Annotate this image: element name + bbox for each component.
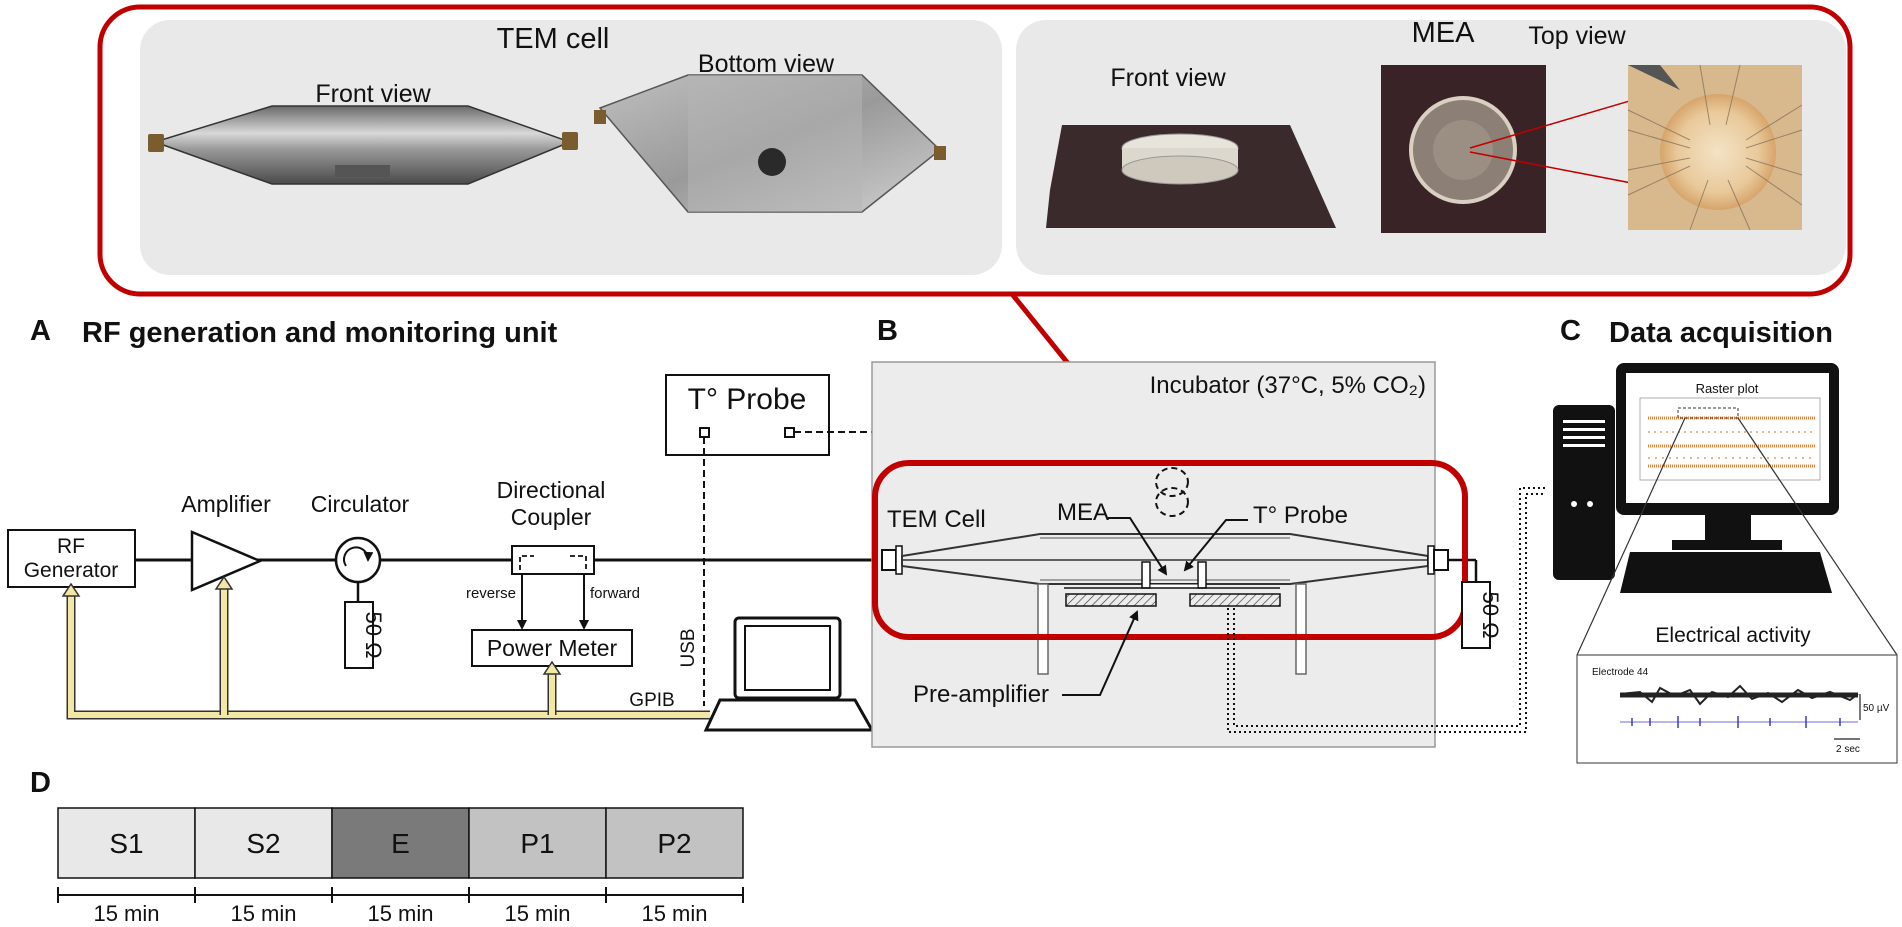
coupler-forward-path [570, 555, 587, 570]
t-probe-label: T° Probe [688, 383, 807, 416]
gpib-label: GPIB [629, 690, 674, 711]
panel-a-title: RF generation and monitoring unit [82, 317, 558, 349]
reverse-label: reverse [466, 585, 516, 602]
phase-duration-p1: 15 min [504, 901, 570, 926]
panel-a: A RF generation and monitoring unit RF G… [7, 315, 1173, 732]
phase-block-s2 [194, 807, 333, 879]
gpib-bus [61, 575, 710, 720]
circulator-symbol [334, 536, 382, 584]
phase-label-p2: P2 [657, 828, 691, 859]
coupler-label-1: Directional [497, 477, 606, 503]
phase-duration-p2: 15 min [641, 901, 707, 926]
coupler-reverse-path [519, 555, 534, 570]
phase-duration-s2: 15 min [230, 901, 296, 926]
phase-label-s2: S2 [246, 828, 280, 859]
zoom-line-left [1576, 417, 1686, 656]
time-scale-label: 2 sec [1836, 744, 1860, 755]
panel-d-letter: D [30, 767, 51, 799]
b-t-probe-label: T° Probe [1253, 502, 1348, 529]
t-probe-usb-port [699, 427, 710, 438]
raster-plot-label: Raster plot [1696, 381, 1759, 396]
tem-bottom-view-label: Bottom view [698, 50, 835, 78]
usb-label: USB [678, 628, 699, 667]
tem-front-photo [148, 105, 578, 185]
photo-panel: TEM cell Front view Bottom view Front vi… [97, 4, 1853, 297]
rf-generator-label-1: RF [57, 535, 85, 558]
amplifier-symbol [190, 530, 264, 592]
phase-label-p1: P1 [520, 828, 554, 859]
raster-plot [1639, 397, 1821, 481]
zoom-line-right [1737, 417, 1898, 656]
voltage-scale-label: 50 µV [1863, 703, 1890, 714]
t-probe-box [665, 374, 830, 456]
panel-c: C Data acquisition Raster plot [1553, 315, 1898, 764]
rf-generator-label-2: Generator [24, 559, 119, 582]
amplifier-label: Amplifier [181, 491, 271, 517]
pre-amplifier-pointer [1062, 610, 1139, 696]
phase-duration-e: 15 min [367, 901, 433, 926]
pc-tower-icon [1553, 405, 1615, 580]
phase-label-s1: S1 [109, 828, 143, 859]
phase-label-e: E [391, 828, 410, 859]
t-probe-pointer [1183, 519, 1248, 572]
tem-load-box [1461, 581, 1491, 649]
panel-b-letter: B [877, 315, 898, 347]
tem-cell-label: TEM Cell [887, 506, 986, 533]
protocol-timeline: S1 15 min S2 15 min E 15 min P1 15 min P2 15 min [57, 807, 744, 926]
mea-zoom-photo [1627, 64, 1803, 231]
mea-front-view-label: Front view [1110, 64, 1226, 92]
incubator-label: Incubator (37°C, 5% CO₂) [1150, 372, 1426, 399]
power-meter-label: Power Meter [487, 635, 618, 661]
tem-cell-photo-title: TEM cell [497, 23, 610, 55]
t-probe-sensor-port [784, 427, 795, 438]
panel-c-letter: C [1560, 315, 1581, 347]
mea-label: MEA [1057, 499, 1109, 526]
mea-top-photo [1381, 65, 1721, 233]
laptop-icon [703, 616, 875, 732]
probe-entry-circle [1155, 467, 1189, 497]
mea-front-photo [1046, 125, 1336, 228]
coupler-box [511, 545, 595, 575]
panel-b: B Incubator (37°C, 5% CO₂) [871, 315, 1545, 748]
phase-block-p2 [605, 807, 744, 879]
panel-a-letter: A [30, 315, 51, 347]
electrical-activity-plot: Electrode 44 50 µV 2 sec [1576, 654, 1898, 764]
mea-photo-title: MEA [1412, 17, 1476, 49]
mea-top-view-label: Top view [1528, 22, 1626, 50]
data-cable-1 [1233, 487, 1545, 727]
phase-block-s1 [57, 807, 196, 879]
tem-cell-drawing [881, 533, 1478, 675]
circulator-load-label: 50 Ω [361, 611, 386, 658]
panel-c-title: Data acquisition [1609, 317, 1833, 349]
pre-amplifier-label: Pre-amplifier [913, 681, 1049, 708]
tem-bottom-photo [594, 74, 946, 213]
circulator-load-box [344, 601, 374, 669]
coupler-label-2: Coupler [511, 504, 592, 530]
tem-highlight-frame [872, 460, 1468, 640]
forward-label: forward [590, 585, 640, 602]
tem-load-label: 50 Ω [1478, 591, 1503, 638]
electrical-activity-label: Electrical activity [1655, 624, 1811, 647]
probe-entry-circle-lower [1155, 487, 1189, 517]
electrode-label: Electrode 44 [1592, 667, 1649, 678]
mea-pointer [1108, 517, 1168, 576]
data-cable-2 [1227, 493, 1545, 733]
rf-generator-box [7, 529, 136, 588]
phase-duration-s1: 15 min [93, 901, 159, 926]
circulator-arrow-icon [343, 546, 374, 567]
panel-d: D S1 15 min S2 15 min E 15 min P1 15 min P2 15 mi… [30, 767, 744, 926]
phase-block-e [331, 807, 470, 879]
circulator-label: Circulator [311, 491, 410, 517]
tem-front-view-label: Front view [315, 80, 431, 108]
